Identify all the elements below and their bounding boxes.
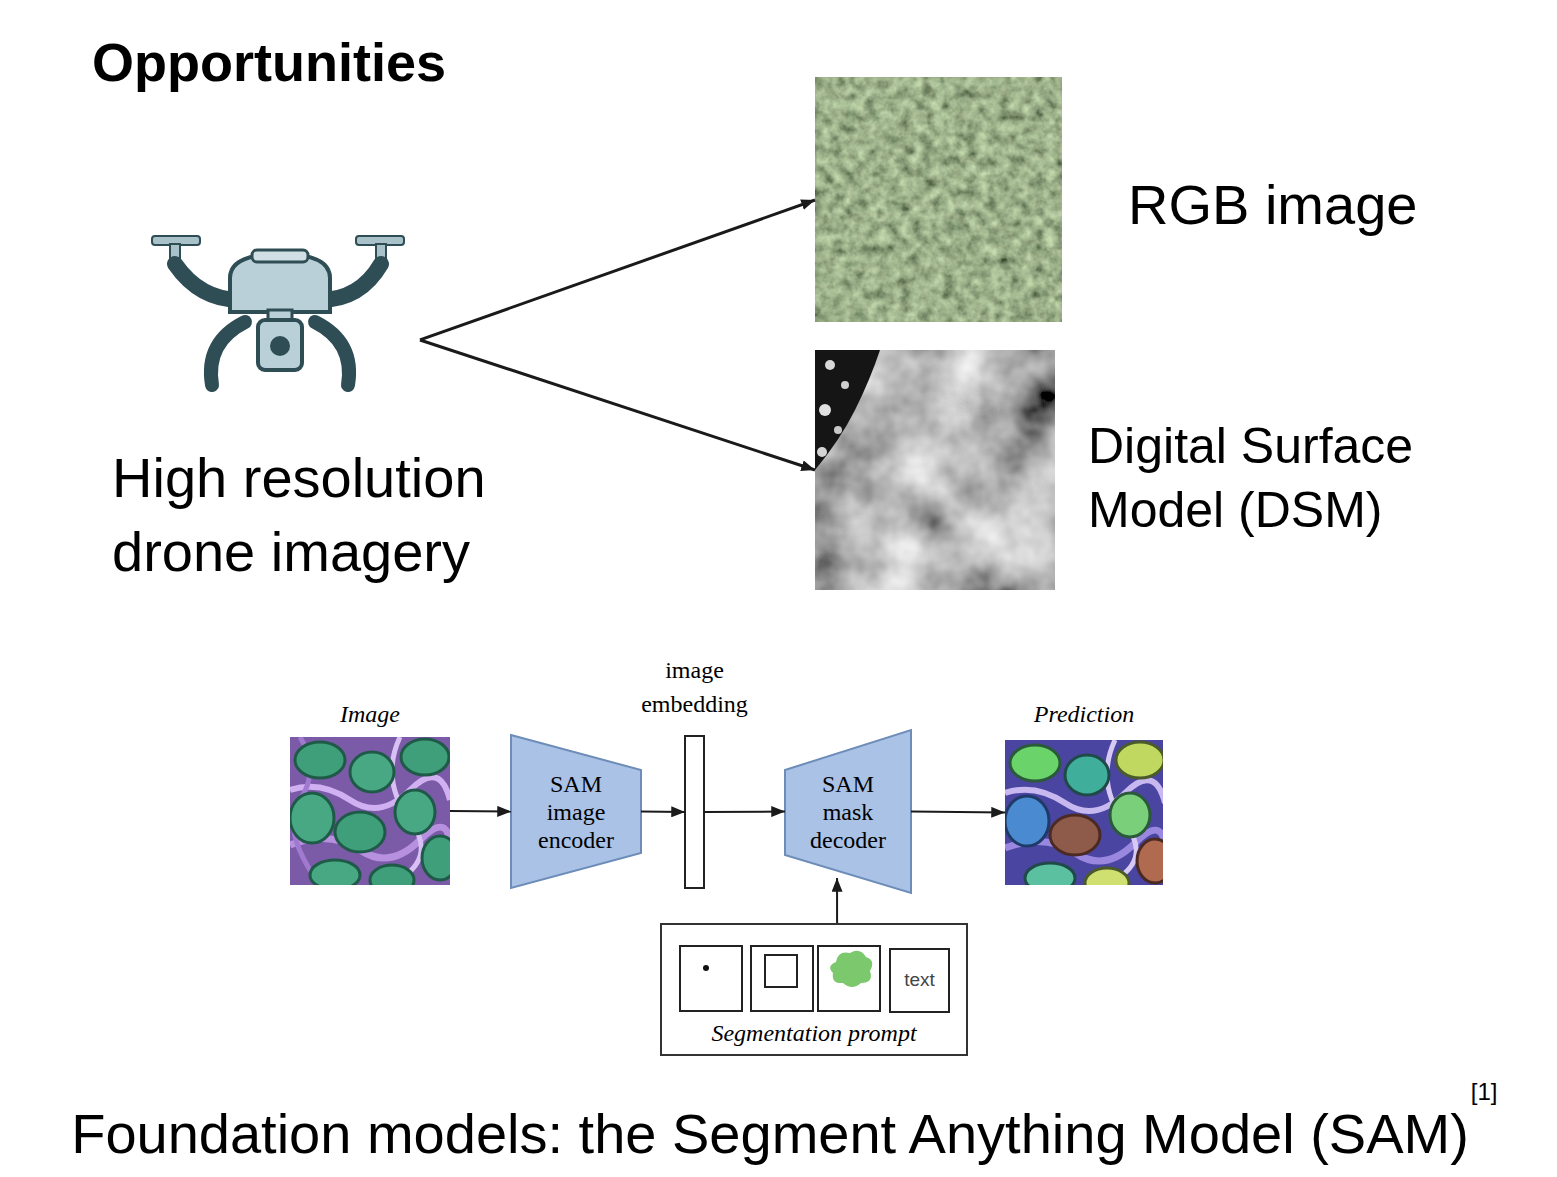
drone-node: High resolution drone imagery: [150, 235, 420, 395]
arrow-connector: [836, 878, 838, 923]
rgb-image: [815, 77, 1062, 322]
node-label: High resolution drone imagery: [112, 441, 582, 589]
node-heading: Image: [250, 700, 490, 729]
arrow-connector: [450, 810, 511, 813]
arrow-connector: [641, 811, 685, 814]
node-label: RGB image: [1128, 171, 1528, 238]
image-node: Prediction: [1005, 740, 1163, 885]
image-node: RGB image: [815, 77, 1062, 322]
encoder-block: SAM image encoder: [511, 735, 641, 888]
slot-label: text: [904, 969, 935, 992]
dsm-image: [815, 350, 1055, 590]
block-label: SAM mask decoder: [798, 770, 898, 854]
decoder-block: SAM mask decoder: [785, 745, 911, 878]
drone-icon: [152, 236, 404, 385]
encoder-trapezoid: [511, 735, 641, 888]
cells-image: [290, 737, 450, 885]
node-label: Digital Surface Model (DSM): [1088, 414, 1528, 542]
image-node: Digital Surface Model (DSM): [815, 350, 1055, 590]
arrow-connector: [704, 811, 785, 814]
title: Opportunities: [92, 30, 446, 95]
prompt-slot: text: [889, 948, 950, 1013]
prompt-icons: [680, 946, 880, 1011]
caption: Foundation models: the Segment Anything …: [71, 1100, 1469, 1167]
arrow-connector: [420, 200, 815, 340]
decoder-trapezoid: [785, 730, 911, 893]
embedding-bar: [685, 736, 704, 888]
node-heading: image embedding: [630, 653, 760, 721]
prompt-box: Segmentation prompt text: [660, 923, 968, 1056]
block-label: SAM image encoder: [526, 770, 626, 854]
node-heading: Prediction: [965, 700, 1203, 729]
image-node: Image: [290, 737, 450, 885]
box-label: Segmentation prompt: [662, 1019, 966, 1048]
embedding-node: image embedding: [685, 736, 704, 888]
prediction-image: [1005, 740, 1163, 885]
reference-mark: [1]: [1471, 1078, 1498, 1107]
arrow-connector: [911, 812, 1005, 813]
